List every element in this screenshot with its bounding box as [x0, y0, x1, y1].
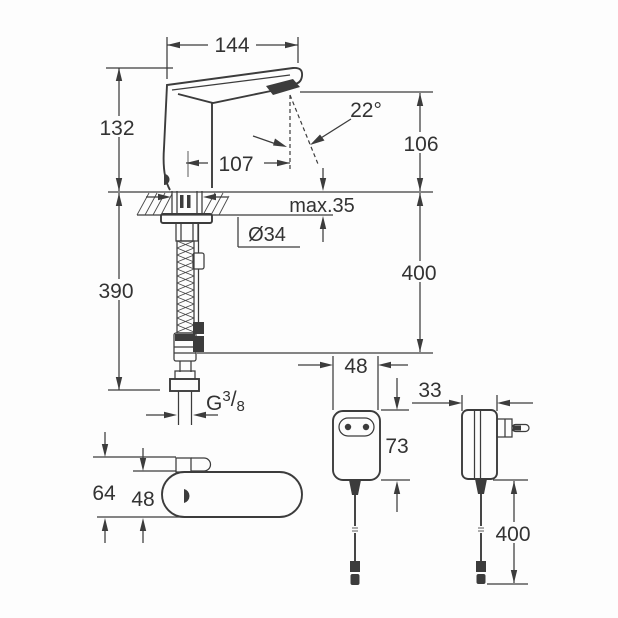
euro-socket-icon	[338, 417, 375, 437]
faucet-underside	[177, 90, 272, 104]
adapter-front-body	[332, 410, 381, 481]
dim-unit-outer-height: 64	[92, 432, 188, 543]
hose-braid	[176, 240, 195, 333]
cable-connector	[350, 561, 360, 572]
hose-crimp-fitting	[173, 332, 197, 362]
dim-cable-length: 400	[487, 479, 536, 585]
dim-unit-body-height: 48	[131, 448, 176, 543]
dim-height-above-deck: 132	[96, 67, 173, 191]
mounting-clip	[175, 457, 192, 473]
dim-64-label: 64	[92, 482, 116, 505]
dim-400-label: 400	[401, 262, 436, 285]
faucet-inner-top-line	[171, 74, 291, 91]
strain-relief	[349, 480, 361, 495]
dim-adapter-width: 48	[298, 354, 408, 410]
dim-48adapter-label: 48	[344, 355, 367, 378]
faucet-front-view	[162, 66, 304, 191]
dim-106-label: 106	[403, 133, 438, 156]
dim-max35-label: max.35	[289, 195, 355, 217]
dim-outlet-height: 106	[300, 91, 443, 191]
dim-hose-length: 390	[95, 193, 160, 391]
dim-73-label: 73	[385, 435, 408, 458]
control-unit-body	[161, 471, 303, 518]
power-adapter-front-view	[332, 410, 381, 585]
sensor-window-icon	[164, 174, 170, 185]
dim-hole-diameter: Ø34	[237, 217, 300, 248]
faucet-shank	[171, 191, 203, 215]
sensor-cable	[192, 223, 205, 352]
dim-spout-projection: 107	[186, 153, 290, 176]
dim-144-label: 144	[214, 34, 249, 57]
dim-132-label: 132	[99, 117, 134, 140]
adapter-side-body	[461, 409, 498, 480]
dim-107-label: 107	[218, 153, 253, 176]
dim-thread-size: G3/8	[146, 388, 245, 419]
dim-g38-label: G3/8	[206, 388, 245, 415]
clip-hook	[191, 457, 212, 472]
dim-33-label: 33	[418, 379, 441, 402]
power-adapter-side-view	[461, 409, 530, 584]
dim-stream-angle: 22°	[252, 94, 382, 170]
dim-adapter-height: 73	[381, 378, 410, 512]
dim-48unit-label: 48	[131, 488, 154, 511]
dim-adapter-depth: 33	[412, 379, 533, 411]
indicator-dot	[184, 489, 190, 503]
hole-pointer-arrows	[146, 193, 228, 201]
faucet-outline	[162, 66, 304, 191]
strain-relief-side	[475, 479, 487, 494]
dim-overall-width: 144	[166, 34, 299, 79]
supply-hose-assembly	[169, 222, 433, 425]
thread-pipe	[169, 361, 200, 425]
dim-390-label: 390	[98, 280, 133, 303]
dim-22deg-label: 22°	[350, 99, 382, 122]
dim-o34-label: Ø34	[248, 224, 286, 246]
dim-deck-thickness: max.35	[289, 168, 355, 242]
deck-cross-section	[108, 191, 433, 224]
cable-connector-side	[476, 561, 486, 572]
dim-drop-length: 400	[396, 193, 443, 352]
aerator-outlet	[266, 79, 300, 95]
dim-400cable-label: 400	[495, 523, 530, 546]
g38-fitting	[169, 378, 200, 392]
control-unit-view	[161, 457, 303, 518]
plug-pins-icon	[496, 418, 530, 438]
